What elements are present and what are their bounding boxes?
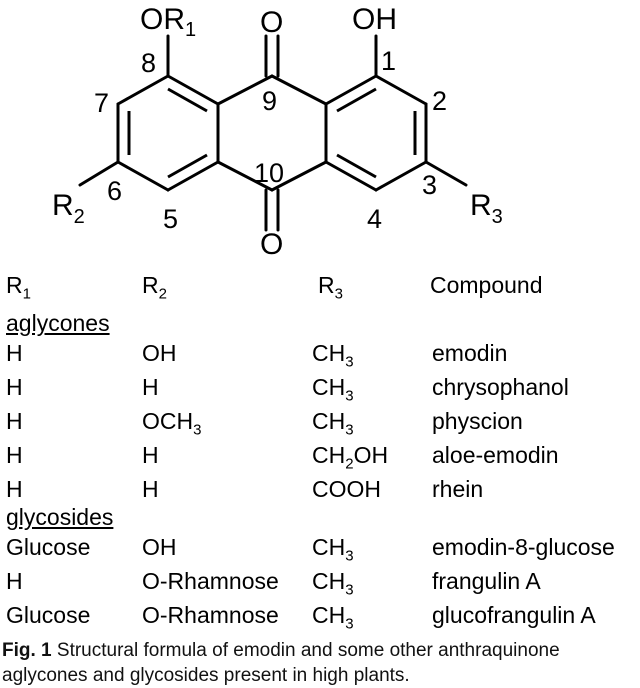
cell-r2: O-Rhamnose [142,568,279,594]
substituent-r2: R2 [52,189,85,228]
cell-compound: rhein [432,476,484,502]
table-row: H H CH3 chrysophanol [0,374,640,408]
cell-r2: H [142,442,159,468]
table-row: H H COOH rhein [0,476,640,510]
table-row: H O-Rhamnose CH3 frangulin A [0,568,640,602]
position-9: 9 [262,86,277,116]
cell-r1: Glucose [6,534,91,560]
cell-r2: H [142,476,159,502]
substituent-or1: OR1 [140,3,196,41]
figure-label: Fig. 1 [2,640,52,661]
header-r2: R2 [142,272,167,303]
cell-r3: CH2OH [312,442,389,473]
substituent-oh: OH [352,3,397,36]
position-4: 4 [367,204,382,234]
cell-r1: H [6,374,23,400]
cell-compound: emodin-8-glucose [432,534,615,560]
header-r1: R1 [6,272,31,303]
cell-r2: OH [142,534,177,560]
carbonyl-oxygen-top: O [260,6,283,39]
structural-formula: OR1 O OH O R2 R3 1 2 3 4 5 6 7 8 9 10 [52,3,503,261]
table-row: H OCH3 CH3 physcion [0,408,640,442]
table-row: H H CH2OH aloe-emodin [0,442,640,476]
table-row: Glucose OH CH3 emodin-8-glucose [0,534,640,568]
section-title-glycosides: glycosides [6,504,114,530]
position-1: 1 [381,46,396,76]
cell-compound: frangulin A [432,568,541,594]
position-10: 10 [254,158,284,188]
cell-r3: CH3 [312,602,354,633]
table-row: Glucose O-Rhamnose CH3 glucofrangulin A [0,602,640,636]
right-ring [324,74,428,192]
header-r3: R3 [318,272,343,303]
header-compound: Compound [430,272,543,298]
section-title-aglycones: aglycones [6,310,110,336]
carbonyl-oxygen-bottom: O [260,228,283,261]
figure-caption: Fig. 1 Structural formula of emodin and … [2,638,638,688]
position-3: 3 [422,170,437,200]
carbonyl-bonds [264,34,280,232]
central-ring [216,74,328,192]
table-header: R1 R2 R3 Compound [0,272,640,306]
cell-r1: H [6,340,23,366]
cell-r2: OH [142,340,177,366]
cell-compound: chrysophanol [432,374,569,400]
substituent-r3: R3 [470,189,503,228]
table-row: H OH CH3 emodin [0,340,640,374]
cell-r3: CH3 [312,408,354,439]
cell-r3: CH3 [312,374,354,405]
cell-r2: H [142,374,159,400]
caption-text: Structural formula of emodin and some ot… [2,640,560,686]
cell-r1: H [6,442,23,468]
cell-r3: COOH [312,476,381,502]
cell-compound: emodin [432,340,508,366]
cell-r2: OCH3 [142,408,202,439]
position-8: 8 [141,48,156,78]
cell-r2: O-Rhamnose [142,602,279,628]
cell-compound: glucofrangulin A [432,602,596,628]
cell-r1: H [6,568,23,594]
cell-compound: physcion [432,408,523,434]
cell-r3: CH3 [312,534,354,565]
cell-r3: CH3 [312,340,354,371]
left-ring [116,74,220,192]
substituent-bonds [78,34,468,187]
position-7: 7 [94,88,109,118]
position-5: 5 [163,204,178,234]
cell-r1: H [6,476,23,502]
position-2: 2 [432,86,447,116]
cell-r3: CH3 [312,568,354,599]
cell-compound: aloe-emodin [432,442,559,468]
cell-r1: H [6,408,23,434]
position-6: 6 [107,176,122,206]
cell-r1: Glucose [6,602,91,628]
